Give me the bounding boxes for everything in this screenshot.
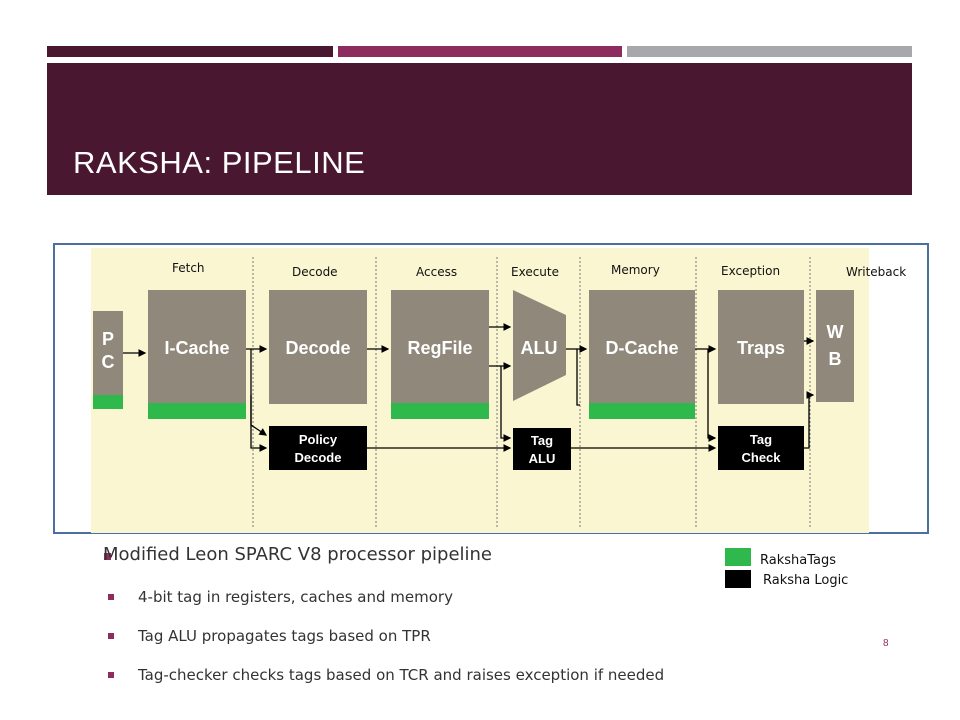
- stage-label-writeback: Writeback: [846, 265, 906, 279]
- page-number: 8: [883, 638, 889, 649]
- svg-text:B: B: [829, 349, 842, 369]
- stage-label-exception: Exception: [721, 264, 780, 278]
- svg-text:W: W: [827, 322, 844, 342]
- svg-text:Tag: Tag: [750, 432, 772, 447]
- stage-label-execute: Execute: [511, 265, 559, 279]
- stage-label-access: Access: [416, 265, 457, 279]
- legend-tags-swatch: [725, 548, 751, 566]
- legend-logic-label: Raksha Logic: [763, 573, 849, 588]
- bullet-marker-icon: [108, 594, 114, 600]
- regfile-block: RegFile: [391, 290, 489, 419]
- stage-label-decode: Decode: [292, 265, 338, 279]
- tag-alu-block: Tag ALU: [513, 428, 571, 470]
- pc-block: P C: [93, 311, 123, 409]
- accent-bar-dark: [47, 46, 333, 57]
- svg-text:C: C: [102, 352, 115, 372]
- bullet-sub-3: Tag-checker checks tags based on TCR and…: [138, 666, 665, 684]
- pipeline-wires: [123, 323, 815, 452]
- svg-text:Policy: Policy: [299, 432, 338, 447]
- svg-text:ALU: ALU: [521, 338, 558, 358]
- bullet-marker-icon: [108, 672, 114, 678]
- dcache-block: D-Cache: [589, 290, 695, 419]
- legend-logic-swatch: [725, 570, 751, 588]
- accent-bar-gray: [627, 46, 912, 57]
- svg-text:Traps: Traps: [737, 338, 785, 358]
- slide-title: RAKSHA: PIPELINE: [73, 145, 366, 180]
- icache-block: I-Cache: [148, 290, 246, 419]
- stage-label-fetch: Fetch: [172, 261, 205, 275]
- svg-text:RegFile: RegFile: [407, 338, 472, 358]
- title-banner: [47, 63, 912, 195]
- traps-block: Traps: [718, 290, 804, 404]
- stage-label-memory: Memory: [611, 263, 660, 277]
- bullet-main: Modified Leon SPARC V8 processor pipelin…: [103, 544, 493, 565]
- tag-check-block: Tag Check: [718, 426, 804, 470]
- bullet-marker-icon: [104, 553, 111, 560]
- policy-decode-block: Policy Decode: [269, 426, 367, 470]
- bullet-sub-1: 4-bit tag in registers, caches and memor…: [138, 588, 453, 606]
- accent-bar-magenta: [338, 46, 622, 57]
- wb-block: W B: [816, 290, 854, 402]
- pipeline-diagram: Fetch Decode Access Execute Memory Excep…: [53, 243, 929, 534]
- bullet-sub-2: Tag ALU propagates tags based on TPR: [138, 627, 431, 645]
- svg-text:P: P: [102, 329, 114, 349]
- svg-text:I-Cache: I-Cache: [164, 338, 229, 358]
- svg-text:Tag: Tag: [531, 433, 553, 448]
- svg-text:ALU: ALU: [529, 451, 556, 466]
- svg-text:Decode: Decode: [295, 450, 342, 465]
- svg-text:Check: Check: [741, 450, 781, 465]
- bullet-marker-icon: [108, 633, 114, 639]
- alu-block: ALU: [513, 290, 566, 401]
- stage-dividers: [252, 257, 811, 527]
- decode-block: Decode: [269, 290, 367, 404]
- legend-tags-label: RakshaTags: [760, 553, 837, 568]
- svg-text:Decode: Decode: [285, 338, 350, 358]
- svg-text:D-Cache: D-Cache: [605, 338, 678, 358]
